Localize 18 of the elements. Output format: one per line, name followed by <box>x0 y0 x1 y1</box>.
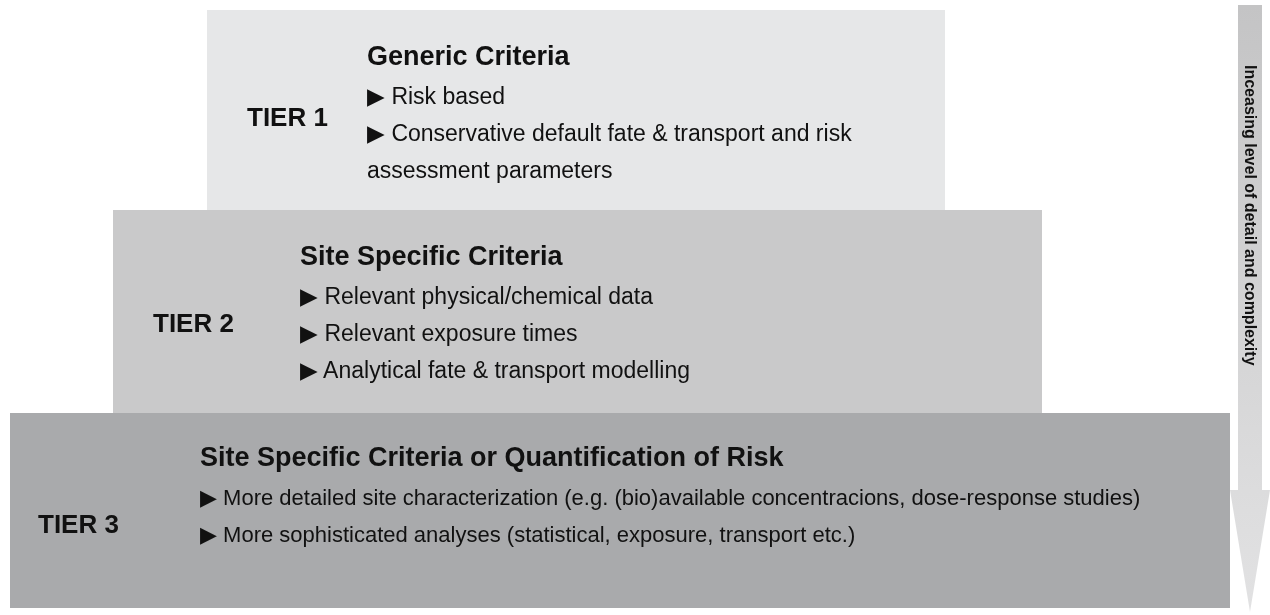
tier-band <box>10 413 1230 608</box>
bullet-text: ▶ Conservative default fate & transport and risk assessment parameters <box>367 119 853 185</box>
down-arrow <box>1230 5 1270 612</box>
arrow-label: Inceasing level of detail and complexity <box>1241 65 1260 366</box>
tier-band <box>207 10 945 210</box>
bullet-text: ▶ More detailed site characterization (e.g. (bio)available concentracions, dose-response studies) <box>200 484 1142 512</box>
tier-heading: Site Specific Criteria or Quantification of Risk <box>200 441 785 474</box>
tier-label: TIER 3 <box>38 508 119 541</box>
tier-heading: Site Specific Criteria <box>300 240 564 273</box>
bullet-text: ▶ Analytical fate & transport modelling <box>300 356 692 385</box>
tier-label: TIER 2 <box>153 307 234 340</box>
tier-band <box>113 210 1042 413</box>
bullet-text: ▶ Relevant exposure times <box>300 319 579 348</box>
bullet-text: ▶ Risk based <box>367 82 507 111</box>
tier-label: TIER 1 <box>247 101 328 134</box>
tier-heading: Generic Criteria <box>367 40 571 73</box>
bullet-text: ▶ More sophisticated analyses (statistical, exposure, transport etc.) <box>200 521 857 549</box>
bullet-text: ▶ Relevant physical/chemical data <box>300 282 654 311</box>
